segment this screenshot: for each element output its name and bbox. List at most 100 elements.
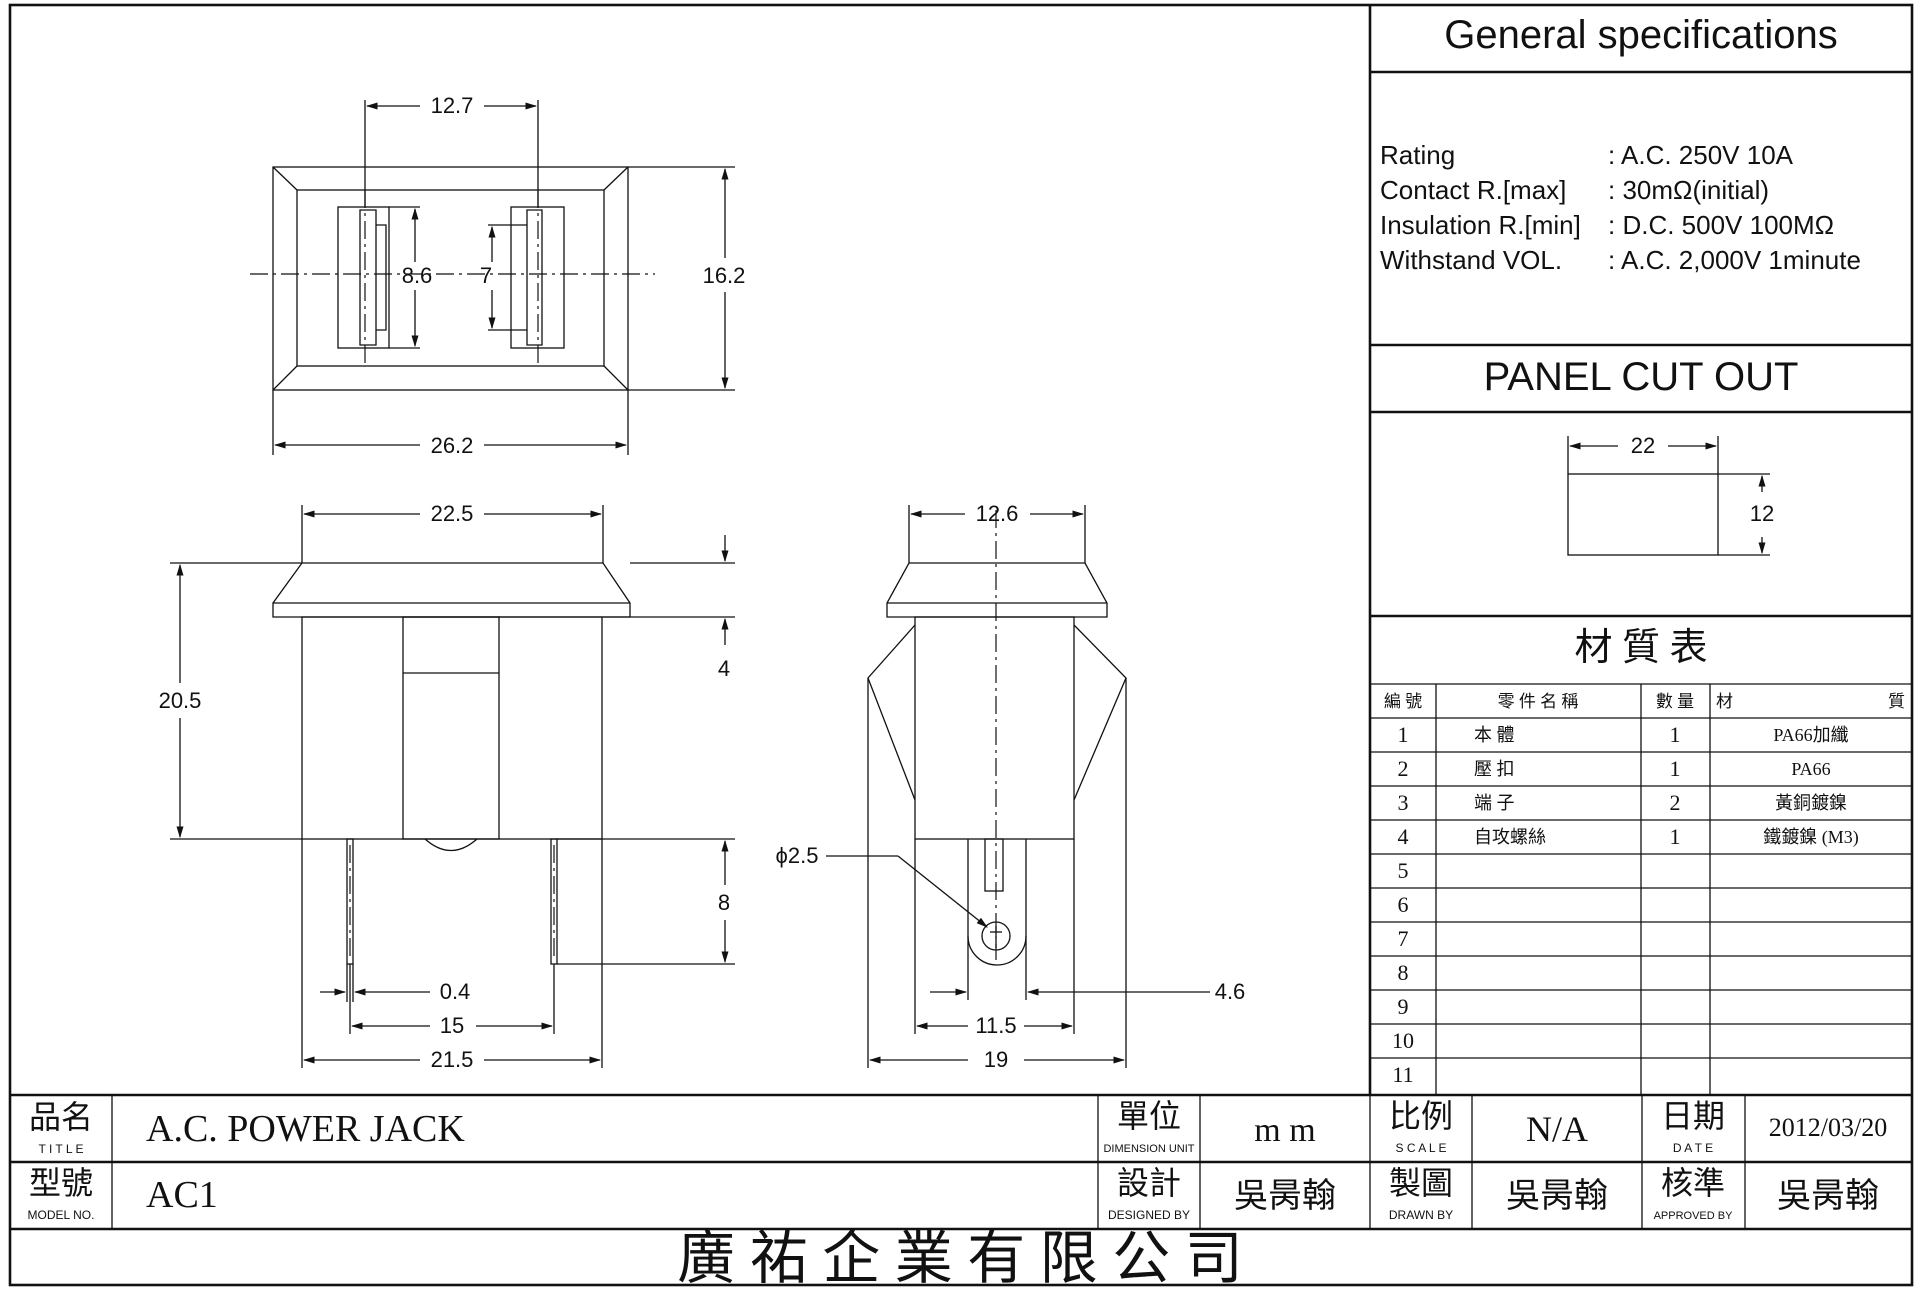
dim-side-body: 11.5: [975, 1013, 1016, 1038]
spec-label-4: Withstand VOL.: [1380, 245, 1562, 275]
dim-pin-length: 8: [718, 890, 730, 915]
row-part: 自攻螺絲: [1474, 827, 1546, 847]
spec-value-3: : D.C. 500V 100MΩ: [1608, 210, 1834, 240]
panel-cut-width: 22: [1631, 433, 1655, 458]
row-part: 壓 扣: [1474, 759, 1515, 779]
company-name: 廣 祐 企 業 有 限 公 司: [677, 1226, 1243, 1289]
th-qty: 數 量: [1656, 692, 1694, 711]
product-title: A.C. POWER JACK: [146, 1108, 465, 1150]
drafter-name: 吳昺翰: [1506, 1177, 1608, 1215]
approve-label-en: APPROVED BY: [1654, 1210, 1734, 1222]
side-tab: [967, 839, 1027, 966]
dim-slot-a: 8.6: [402, 263, 433, 288]
top-view: 12.7 16.2 26.2 8.6 7: [250, 93, 745, 458]
date-label-cn: 日期: [1661, 1098, 1725, 1134]
table-row: 8: [1398, 960, 1409, 985]
top-view-outer: [272, 166, 629, 391]
row-no: 8: [1398, 960, 1409, 985]
specs-title: General specifications: [1444, 13, 1838, 57]
dim-body-height: 20.5: [159, 688, 202, 713]
row-part: 端 子: [1474, 793, 1515, 813]
dim-body-width: 21.5: [431, 1047, 474, 1072]
approve-label-cn: 核準: [1661, 1165, 1725, 1201]
slot-left: [337, 206, 390, 349]
material-table: 材 質 表 編 號 零 件 名 稱 數 量 材 質 1 本 體 1: [1370, 614, 1912, 1095]
drawn-label-cn: 製圖: [1389, 1165, 1453, 1201]
side-body: [914, 616, 1075, 840]
unit-label-cn: 單位: [1117, 1098, 1181, 1134]
material-table-title: 材 質 表: [1574, 627, 1707, 669]
th-mat-left: 材: [1716, 692, 1733, 711]
scale-label-cn: 比例: [1389, 1098, 1453, 1134]
model-label-cn: 型號: [29, 1165, 93, 1201]
table-row: 1 本 體 1 PA66加纖: [1398, 722, 1849, 747]
row-no: 1: [1398, 722, 1409, 747]
row-no: 6: [1398, 892, 1409, 917]
side-latch-right: [1073, 624, 1127, 801]
row-no: 3: [1398, 790, 1409, 815]
model-label-en: MODEL NO.: [28, 1208, 95, 1222]
approver-name: 吳昺翰: [1777, 1177, 1879, 1215]
row-qty: 1: [1670, 824, 1681, 849]
drawn-label-en: DRAWN BY: [1389, 1208, 1453, 1222]
model-number: AC1: [146, 1174, 218, 1216]
row-no: 7: [1398, 926, 1409, 951]
dim-tab-width: 4.6: [1215, 979, 1246, 1004]
dim-pin-thickness: 0.4: [440, 979, 471, 1004]
side-flange: [886, 562, 1108, 618]
dim-top-width: 26.2: [431, 433, 474, 458]
side-latch-left: [867, 624, 916, 801]
row-no: 9: [1398, 994, 1409, 1019]
unit-label-en: DIMENSION UNIT: [1103, 1143, 1194, 1155]
title-block: 品名 T I T L E A.C. POWER JACK 單位 DIMENSIO…: [10, 1093, 1912, 1289]
table-row: 7: [1398, 926, 1409, 951]
scale-label-en: S C A L E: [1396, 1141, 1447, 1155]
unit-value: m m: [1254, 1112, 1315, 1149]
dim-hole-dia: ϕ2.5: [776, 843, 819, 868]
row-no: 5: [1398, 858, 1409, 883]
row-no: 4: [1398, 824, 1409, 849]
designer-name: 吳昺翰: [1234, 1177, 1336, 1215]
row-part: 本 體: [1474, 725, 1515, 745]
th-part: 零 件 名 稱: [1498, 692, 1579, 711]
title-label-cn: 品名: [29, 1099, 93, 1135]
row-no: 2: [1398, 756, 1409, 781]
spec-label-1: Rating: [1380, 140, 1455, 170]
design-label-cn: 設計: [1117, 1165, 1181, 1201]
th-no: 編 號: [1384, 692, 1422, 711]
design-label-en: DESIGNED BY: [1108, 1208, 1190, 1222]
panel-cut-height: 12: [1750, 501, 1774, 526]
scale-value: N/A: [1526, 1109, 1588, 1149]
dim-pin-pitch: 12.7: [431, 93, 474, 118]
sheet-border: [8, 3, 1914, 1287]
dim-flange-width: 22.5: [431, 501, 474, 526]
spec-value-4: : A.C. 2,000V 1minute: [1608, 245, 1861, 275]
date-label-en: D A T E: [1673, 1141, 1713, 1155]
top-view-inner: [296, 189, 605, 367]
row-mat: PA66: [1791, 759, 1830, 779]
title-label-en: T I T L E: [39, 1142, 84, 1156]
front-view: 22.5 20.5 4 8 0.4 15 21.5: [159, 501, 735, 1072]
front-flange: [272, 562, 631, 618]
date-value: 2012/03/20: [1769, 1113, 1887, 1142]
side-view: 12.6 ϕ2.5 4.6 11.5 19: [776, 501, 1246, 1072]
dim-top-height: 16.2: [703, 263, 746, 288]
panel-cut-out: PANEL CUT OUT 22 12: [1370, 343, 1912, 556]
table-row: 6: [1398, 892, 1409, 917]
dim-slot-b: 7: [480, 263, 492, 288]
spec-panel: General specifications Rating : A.C. 250…: [1370, 13, 1912, 275]
table-row: 10: [1392, 1028, 1414, 1053]
row-mat: 黃銅鍍鎳: [1775, 793, 1847, 813]
spec-label-2: Contact R.[max]: [1380, 175, 1566, 205]
table-row: 2 壓 扣 1 PA66: [1398, 756, 1831, 781]
table-row: 3 端 子 2 黃銅鍍鎳: [1398, 790, 1848, 815]
row-qty: 2: [1670, 790, 1681, 815]
dim-flange-thickness: 4: [718, 656, 730, 681]
row-no: 11: [1392, 1062, 1413, 1087]
table-row: 9: [1398, 994, 1409, 1019]
th-mat-right: 質: [1888, 692, 1905, 711]
spec-value-2: : 30mΩ(initial): [1608, 175, 1769, 205]
front-body: [301, 616, 603, 840]
row-qty: 1: [1670, 722, 1681, 747]
